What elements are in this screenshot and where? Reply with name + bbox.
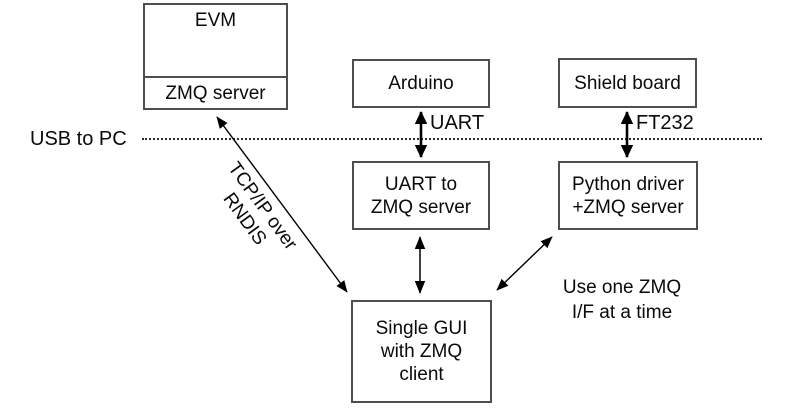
uart-to-zmq-server-box: UART to ZMQ server — [352, 161, 490, 230]
evm-gui-tcpip-arrow — [216, 116, 348, 293]
uart-to-zmq-server-line1: UART to — [384, 173, 458, 195]
single-gui-line1: Single GUI — [375, 318, 468, 339]
shield-board-box-label: Shield board — [574, 72, 681, 94]
evm-box-label: EVM — [194, 10, 237, 31]
uart-link-label: UART — [430, 112, 485, 134]
python-driver-line2: +ZMQ server — [572, 196, 684, 218]
ft232-link-label: FT232 — [636, 112, 694, 134]
use-one-zmq-note-line2: I/F at a time — [571, 302, 673, 323]
usb-to-pc-label: USB to PC — [30, 128, 127, 150]
python-gui-arrow — [496, 236, 553, 291]
python-driver-line1: Python driver — [572, 173, 684, 195]
usb-boundary-dotted-line — [142, 138, 762, 140]
python-driver-zmq-server-box: Python driver +ZMQ server — [558, 161, 698, 230]
arduino-box: Arduino — [352, 59, 490, 108]
use-one-zmq-note-line1: Use one ZMQ — [562, 277, 682, 298]
zmq-server-box-label: ZMQ server — [165, 82, 266, 104]
shield-board-box: Shield board — [558, 58, 697, 108]
single-gui-line2: with ZMQ — [380, 341, 463, 362]
use-one-zmq-note: Use one ZMQ I/F at a time — [546, 275, 698, 325]
uart-to-zmq-server-line2: ZMQ server — [370, 196, 472, 218]
single-gui-zmq-client-box: Single GUI with ZMQ client — [351, 300, 492, 403]
zmq-server-box: ZMQ server — [143, 76, 288, 110]
arduino-box-label: Arduino — [388, 73, 454, 94]
single-gui-line3: client — [399, 364, 444, 385]
